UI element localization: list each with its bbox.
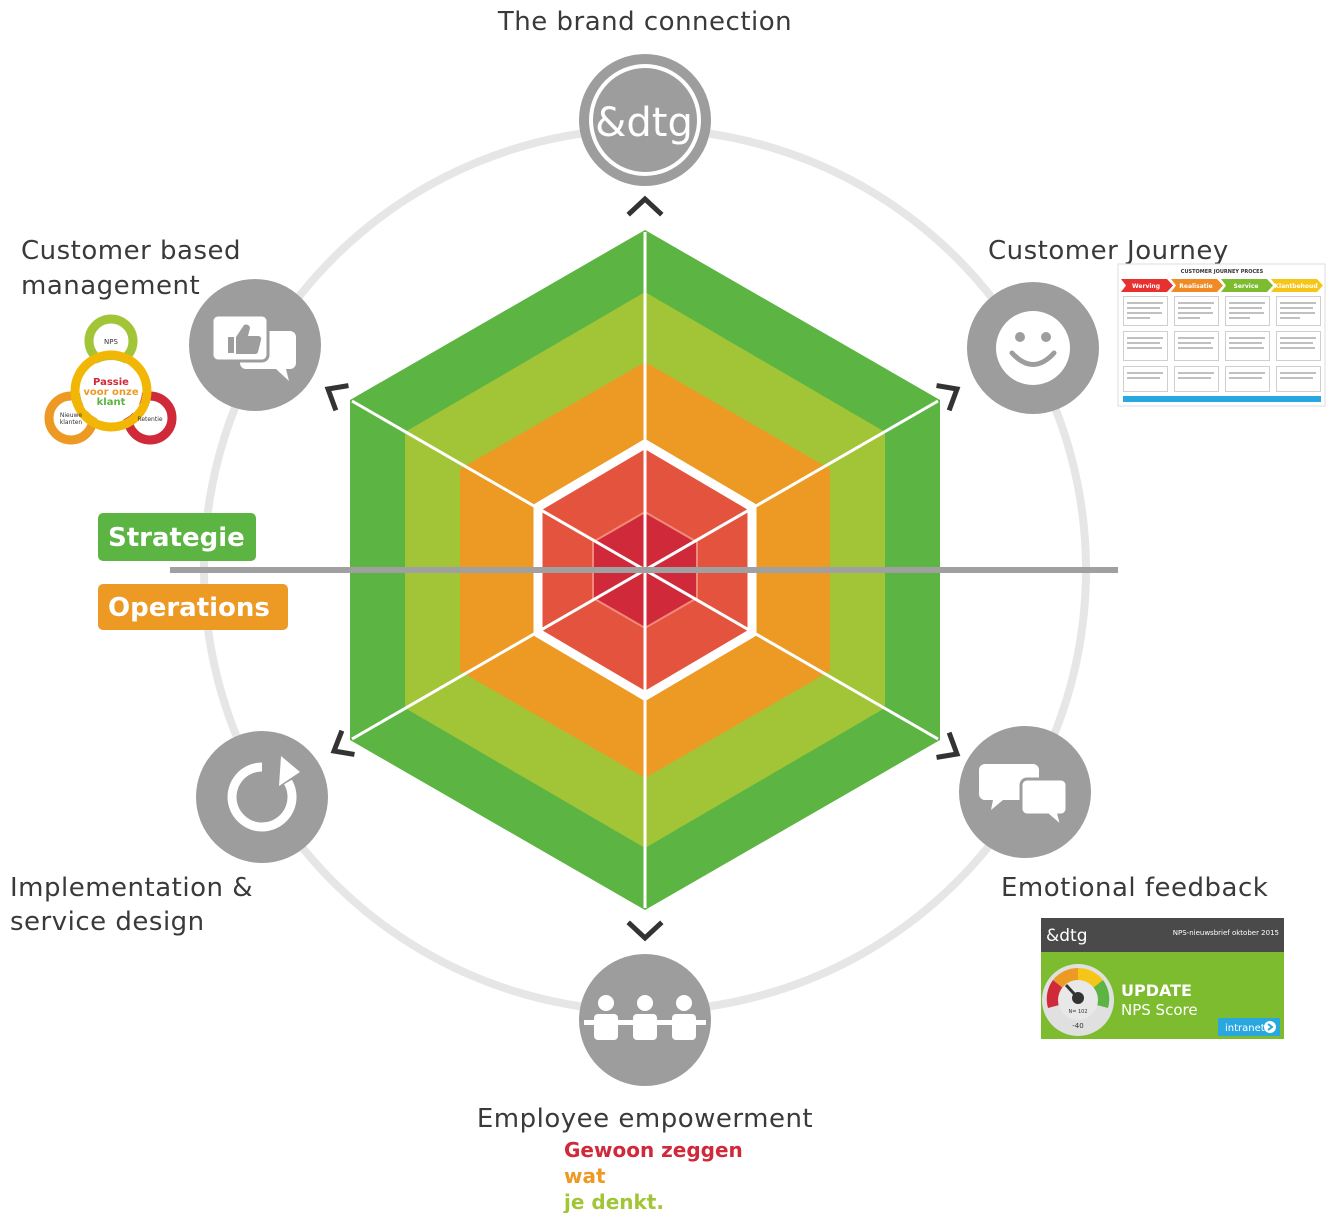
newsletter-score-label: NPS Score <box>1121 1001 1198 1019</box>
nps-cycle-center-line3: klant <box>97 397 126 408</box>
node-bottom <box>579 954 711 1086</box>
nps-cycle-left-line1: Nieuwe <box>60 412 83 419</box>
label-brand-connection: The brand connection <box>497 7 792 37</box>
nps-cycle-graphic: NPS Passie voor onze klant Nieuwe klante… <box>44 314 177 445</box>
newsletter-update: UPDATE <box>1121 981 1192 1000</box>
svg-text:&dtg: &dtg <box>595 100 693 146</box>
journey-phase-label: Realisatie <box>1179 283 1212 290</box>
chevrons <box>324 195 961 942</box>
nps-cycle-center-line2: voor onze <box>83 387 138 398</box>
svg-text:Operations: Operations <box>108 593 270 623</box>
newsletter-link: intranet <box>1225 1023 1265 1034</box>
operations-tag: Operations <box>98 584 288 630</box>
journey-phase <box>1221 279 1273 292</box>
nps-cycle-top: NPS <box>104 338 118 346</box>
node-upper-left <box>189 279 321 411</box>
node-upper-right <box>967 282 1099 414</box>
nps-cycle-right: Retentie <box>137 416 162 423</box>
people-icon <box>584 995 706 1040</box>
nps-cycle-center-line1: Passie <box>93 377 129 388</box>
journey-card-title: CUSTOMER JOURNEY PROCES <box>1181 269 1264 275</box>
nps-cycle-left-line2: klanten <box>60 419 83 426</box>
label-employee-empowerment: Employee empowerment <box>477 1104 813 1134</box>
journey-phase <box>1121 279 1173 292</box>
chevron-lower-right-icon <box>936 731 961 760</box>
journey-phase <box>1171 279 1223 292</box>
journey-phase-label: Klantbehoud <box>1274 283 1317 290</box>
label-implementation-line1: Implementation & <box>10 873 253 903</box>
refresh-icon <box>227 756 300 832</box>
label-emotional-feedback: Emotional feedback <box>1001 873 1268 903</box>
strategy-tag: Strategie <box>98 513 256 561</box>
node-top: &dtg <box>579 54 711 186</box>
slogan-line3: je denkt. <box>563 1190 664 1213</box>
label-implementation-line2: service design <box>10 907 205 937</box>
gauge-value: -40 <box>1072 1022 1083 1030</box>
label-customer-based-line2: management <box>21 271 200 301</box>
gauge-n: N= 102 <box>1068 1009 1087 1015</box>
nps-gauge-icon: N= 102 -40 <box>1042 964 1114 1036</box>
label-customer-based-line1: Customer based <box>21 236 241 266</box>
chevron-up-icon <box>626 195 664 217</box>
journey-phase-label: Service <box>1234 283 1259 290</box>
journey-phase-label: Werving <box>1132 283 1160 290</box>
chevron-lower-left-icon <box>330 729 355 757</box>
chevron-upper-left-icon <box>324 383 349 412</box>
smiley-icon <box>996 311 1070 385</box>
chevron-upper-right-icon <box>936 383 961 412</box>
chevron-down-icon <box>626 920 664 942</box>
thumbs-up-chat-icon <box>210 313 296 381</box>
nps-newsletter: &dtg NPS-nieuwsbrief oktober 2015 N= 102… <box>1041 918 1284 1039</box>
slogan-line2: wat <box>564 1164 606 1188</box>
newsletter-logo: &dtg <box>1046 926 1088 946</box>
customer-journey-card: CUSTOMER JOURNEY PROCES Werving Realisati… <box>1117 263 1326 407</box>
newsletter-issue: NPS-nieuwsbrief oktober 2015 <box>1173 929 1279 937</box>
node-lower-left <box>196 731 328 863</box>
label-customer-journey: Customer Journey <box>988 236 1229 266</box>
node-lower-right <box>959 726 1091 858</box>
speech-bubbles-icon <box>979 764 1069 832</box>
journey-phase <box>1271 279 1323 292</box>
svg-text:Strategie: Strategie <box>108 523 245 553</box>
slogan-line1: Gewoon zeggen <box>564 1138 743 1162</box>
dtg-logo-icon: &dtg <box>595 100 693 146</box>
